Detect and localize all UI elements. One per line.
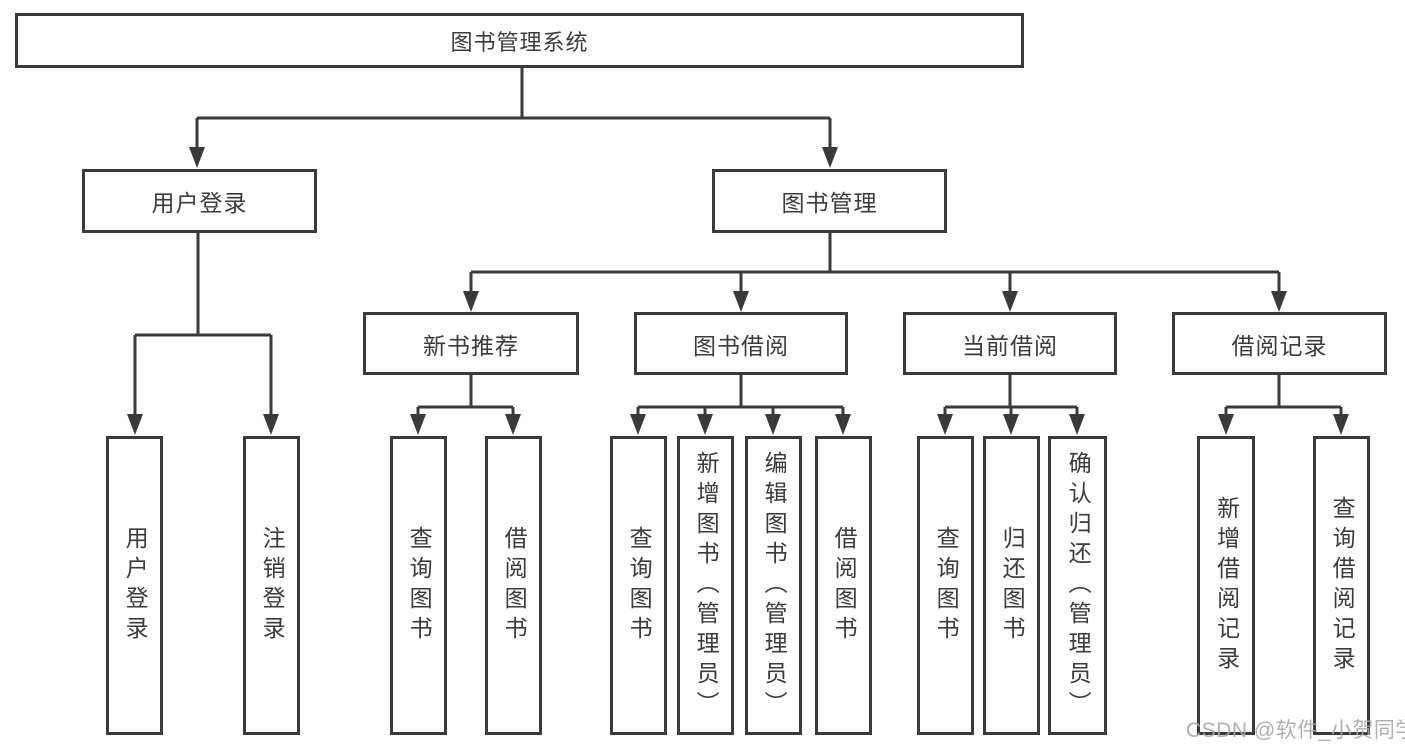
leaf-borrow-books-recommend: 借阅图书 xyxy=(485,436,542,735)
leaf-edit-books-admin: 编辑图书（管理员） xyxy=(745,436,802,735)
node-label: 查询借阅记录 xyxy=(1329,495,1356,676)
node-new-book-recommendation: 新书推荐 xyxy=(363,312,579,375)
node-label: 图书借阅 xyxy=(693,332,789,359)
node-label: 新增借阅记录 xyxy=(1213,495,1240,676)
node-label: 图书管理系统 xyxy=(450,29,589,55)
leaf-query-books-recommend: 查询图书 xyxy=(390,436,447,735)
node-label: 图书管理 xyxy=(781,190,878,216)
leaf-query-books-current: 查询图书 xyxy=(917,436,974,735)
leaf-confirm-return-admin: 确认归还（管理员） xyxy=(1048,436,1107,735)
node-label: 归还图书 xyxy=(999,525,1026,646)
leaf-add-borrow-record: 新增借阅记录 xyxy=(1197,436,1255,735)
node-label: 用户登录 xyxy=(122,525,149,646)
node-label: 用户登录 xyxy=(151,190,248,216)
node-label: 确认归还（管理员） xyxy=(1065,450,1092,721)
node-label: 新书推荐 xyxy=(423,332,519,359)
node-label: 查询图书 xyxy=(933,525,960,646)
watermark: CSDN @软件_小贺同学 xyxy=(1186,719,1405,742)
node-label: 查询图书 xyxy=(626,525,653,646)
leaf-borrow-books: 借阅图书 xyxy=(815,436,872,735)
node-label: 编辑图书（管理员） xyxy=(761,450,788,721)
leaf-query-borrow-record: 查询借阅记录 xyxy=(1313,436,1370,735)
node-book-borrowing: 图书借阅 xyxy=(634,312,848,375)
node-label: 新增图书（管理员） xyxy=(693,450,720,721)
leaf-query-books-borrow: 查询图书 xyxy=(610,436,667,735)
leaf-logout: 注销登录 xyxy=(243,436,300,735)
node-label: 借阅图书 xyxy=(831,525,858,646)
node-label: 当前借阅 xyxy=(962,332,1058,359)
node-library-system: 图书管理系统 xyxy=(15,13,1024,68)
leaf-user-login: 用户登录 xyxy=(106,436,163,735)
node-label: 借阅图书 xyxy=(501,525,528,646)
node-label: 借阅记录 xyxy=(1231,332,1328,359)
node-borrowing-records: 借阅记录 xyxy=(1172,312,1387,375)
node-current-borrowing: 当前借阅 xyxy=(903,312,1117,375)
node-book-management: 图书管理 xyxy=(712,169,947,233)
leaf-return-books: 归还图书 xyxy=(983,436,1040,735)
leaf-add-books-admin: 新增图书（管理员） xyxy=(677,436,734,735)
node-label: 查询图书 xyxy=(406,525,433,646)
node-user-login-branch: 用户登录 xyxy=(82,169,317,233)
node-label: 注销登录 xyxy=(259,525,286,646)
